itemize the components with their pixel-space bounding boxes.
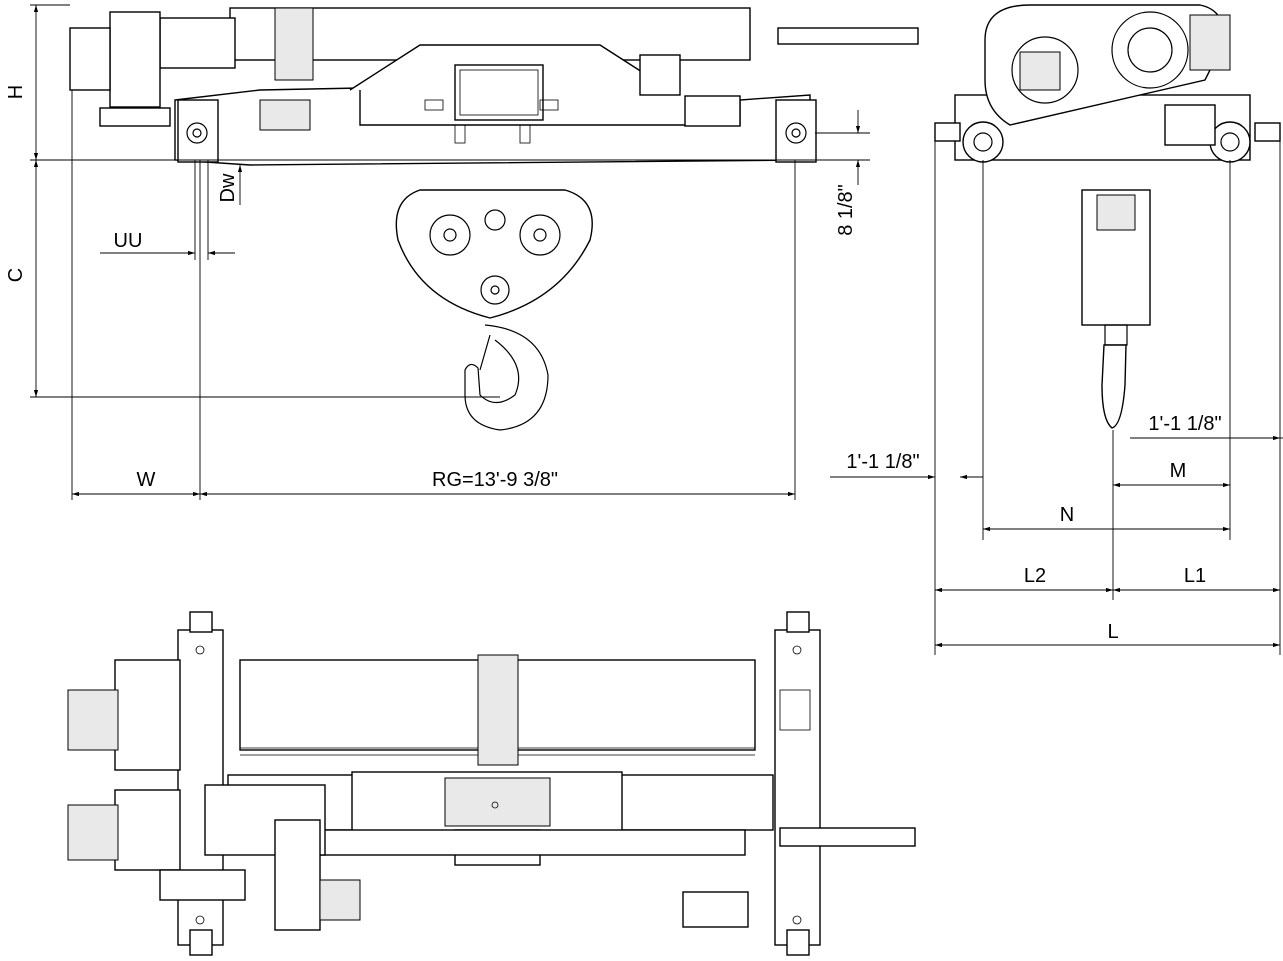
- label-dw: Dw: [217, 173, 239, 202]
- label-rg: RG=13'-9 3/8": [432, 469, 558, 491]
- label-c: C: [5, 268, 27, 282]
- side-view: [934, 4, 1281, 429]
- label-l1: L1: [1184, 565, 1206, 587]
- label-n: N: [1060, 504, 1074, 526]
- label-l2: L2: [1024, 565, 1046, 587]
- label-w: W: [137, 469, 156, 491]
- label-8-1-8: 8 1/8": [835, 184, 857, 236]
- plan-view: [67, 611, 916, 956]
- label-m: M: [1170, 460, 1187, 482]
- front-dimensions: [30, 4, 870, 500]
- label-l: L: [1107, 621, 1118, 643]
- front-view: [69, 7, 919, 166]
- label-1-1-8-left: 1'-1 1/8": [846, 451, 919, 473]
- hook-block-front: [395, 189, 593, 431]
- label-uu: UU: [114, 230, 143, 252]
- side-dimensions: [830, 140, 1283, 655]
- label-1-1-8-right: 1'-1 1/8": [1148, 413, 1221, 435]
- label-h: H: [5, 85, 27, 99]
